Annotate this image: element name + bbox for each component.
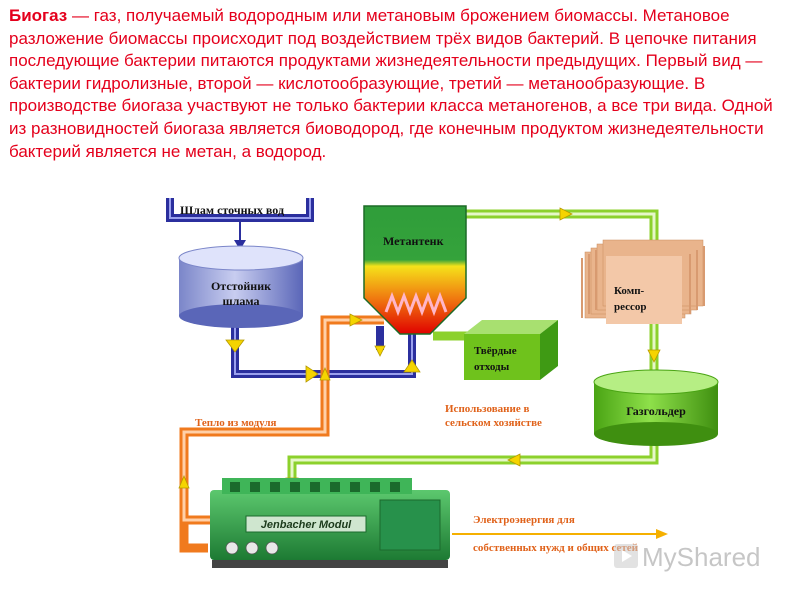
settler-label-2: шлама xyxy=(223,294,260,308)
compressor: Комп- рессор xyxy=(581,239,705,324)
digester: Метантенк xyxy=(363,205,467,335)
intro-text: — газ, получаемый водородным или метанов… xyxy=(9,6,773,161)
compressor-label-1: Комп- xyxy=(614,285,645,297)
settler-label-1: Отстойник xyxy=(211,279,271,293)
engine-brand-label: Jenbacher Modul xyxy=(261,519,352,531)
compressor-label-2: рессор xyxy=(614,301,647,313)
solid-waste-label-2: отходы xyxy=(474,361,510,373)
heat-label: Тепло из модуля xyxy=(195,417,277,429)
gasholder: Газгольдер xyxy=(593,369,719,446)
intro-paragraph: Биогаз — газ, получаемый водородным или … xyxy=(9,5,794,163)
electricity-arrow xyxy=(452,529,668,539)
watermark: MyShared xyxy=(614,542,761,572)
settler-tank: Отстойник шлама xyxy=(178,245,304,328)
digester-label: Метантенк xyxy=(383,234,444,248)
agri-use-label-2: сельском хозяйстве xyxy=(445,417,542,429)
electricity-label-2: собственных нужд и общих сетей xyxy=(473,542,639,554)
watermark-label: MyShared xyxy=(642,542,761,572)
sludge-input-arrow xyxy=(234,222,246,250)
solid-waste-box: Твёрдые отходы xyxy=(464,320,558,380)
agri-use-label-1: Использование в xyxy=(445,403,529,415)
solid-waste-label-1: Твёрдые xyxy=(474,345,517,357)
intro-term: Биогаз xyxy=(9,6,68,25)
heating-coil xyxy=(384,291,448,317)
gas-engine-module: Jenbacher Modul xyxy=(210,478,450,568)
gasholder-label: Газгольдер xyxy=(626,404,686,418)
sludge-input-label: Шлам сточных вод xyxy=(180,203,284,217)
electricity-label-1: Электроэнергия для xyxy=(473,514,575,526)
